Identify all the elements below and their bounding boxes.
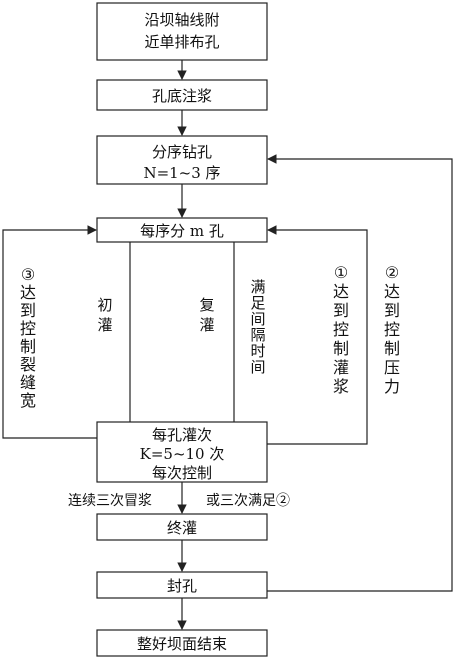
label-right-pressure-char: 控 [384,320,400,339]
label-right-grout-char: 达 [333,282,349,301]
label-right-grout-char: ① [334,263,348,282]
label-repeat-1: 灌 [199,316,214,334]
label-interval-char: 满 [250,278,265,296]
label-interval-char: 间 [250,310,265,328]
each-hole-line1: 每孔灌次 [152,426,212,444]
loop-right-grout [267,225,368,445]
label-left-crack-char: 宽 [20,391,36,410]
label-right-pressure-char: 到 [384,301,400,320]
start-line2: 近单排布孔 [144,33,219,51]
bottom-grout-label: 孔底注浆 [152,87,212,105]
label-right-pressure-char: 达 [384,282,400,301]
label-right-pressure-char: ② [385,263,399,282]
sequence-box [96,217,268,243]
label-interval-char: 足 [250,294,265,312]
each-hole-box [96,421,268,483]
label-repeat-0: 复 [199,296,214,314]
label-right-grout-char: 灌 [333,358,349,377]
start-box [96,2,268,61]
label-left-crack-char: 控 [20,319,36,338]
label-right-grout-char: 到 [333,301,349,320]
finish-label: 整好坝面结束 [137,635,227,653]
final-box [96,513,268,541]
label-left-crack-char: 到 [20,301,36,320]
each-hole-line3: 每次控制 [152,464,212,482]
flow-label-left: 连续三次冒浆 [68,492,152,509]
label-left-crack-char: 裂 [20,355,36,374]
final-label: 终灌 [167,519,197,537]
loop-outer-pressure [267,154,453,592]
label-left-crack-char: ③ [21,265,35,284]
label-right-pressure-char: 力 [384,377,400,396]
label-left-crack-char: 缝 [20,373,36,392]
drill-line2: N=1~3 序 [143,164,220,182]
bottom-grout-box [96,79,268,111]
drill-line1: 分序钻孔 [152,143,212,161]
label-initial: 初 灌 [97,296,112,334]
label-initial-0: 初 [97,296,112,314]
flow-label-right: 或三次满足② [206,493,290,509]
label-right-grout-char: 控 [333,320,349,339]
sequence-label: 每序分 m 孔 [140,222,224,240]
drill-box [96,135,268,185]
loop-left-crack [2,225,97,439]
label-right-pressure-char: 压 [384,358,400,377]
label-left-crack-char: 达 [20,283,36,302]
label-interval-char: 时 [250,342,265,360]
seal-label: 封孔 [167,577,197,595]
label-left-crack-char: 制 [20,337,36,356]
each-hole-line2: K=5~10 次 [140,445,225,463]
label-initial-1: 灌 [97,316,112,334]
label-right-grout-char: 浆 [333,377,349,396]
label-interval-char: 隔 [250,326,265,344]
finish-box [96,629,268,657]
start-line1: 沿坝轴线附 [144,11,219,29]
label-right-grout-char: 制 [333,339,349,358]
label-right-pressure-char: 制 [384,339,400,358]
label-repeat: 复 灌 [199,296,214,334]
label-interval-char: 间 [250,358,265,376]
